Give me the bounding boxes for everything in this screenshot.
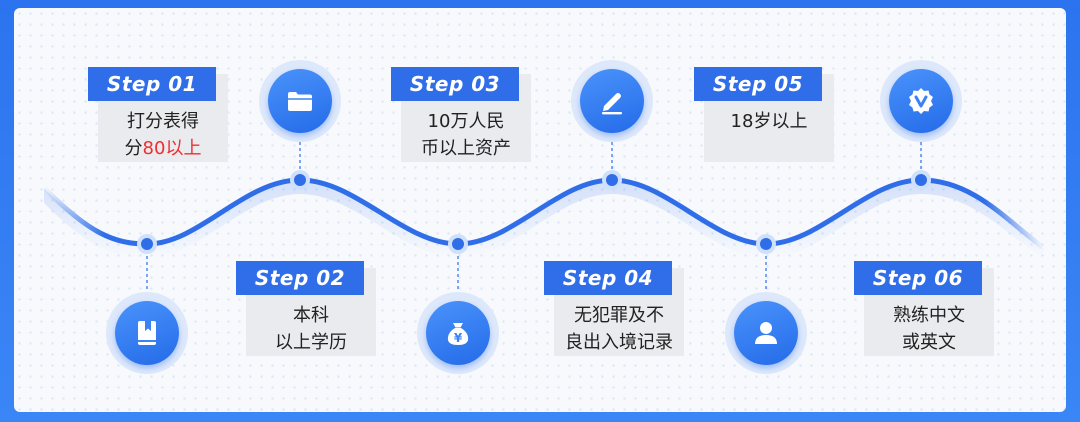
step-04-line1: 无犯罪及不 bbox=[574, 305, 664, 326]
book-icon bbox=[138, 321, 156, 345]
step-01-line1: 打分表得 bbox=[127, 111, 199, 132]
money-bag-icon: ¥ bbox=[447, 323, 469, 345]
svg-text:¥: ¥ bbox=[454, 331, 463, 345]
step-01-tag: Step 01 bbox=[88, 67, 216, 101]
step-01-box: Step 01 打分表得 分80以上 bbox=[88, 67, 228, 162]
step-03-icon-circle: ¥ bbox=[417, 292, 499, 374]
timeline-card: Step 01 打分表得 分80以上 Step 02 本科 以上学历 Step … bbox=[14, 8, 1066, 412]
step-06-box: Step 06 熟练中文 或英文 bbox=[854, 261, 994, 356]
timeline-nodes bbox=[137, 170, 931, 254]
step-02-text: 本科 以上学历 bbox=[246, 302, 376, 356]
step-01-highlight: 80以上 bbox=[142, 138, 202, 159]
step-06-line2: 或英文 bbox=[902, 332, 956, 353]
step-02-icon-circle bbox=[259, 60, 341, 142]
step-02-box: Step 02 本科 以上学历 bbox=[236, 261, 376, 356]
step-05-tag: Step 05 bbox=[694, 67, 822, 101]
step-04-text: 无犯罪及不 良出入境记录 bbox=[554, 302, 684, 356]
step-06-icon-circle bbox=[880, 60, 962, 142]
step-06-line1: 熟练中文 bbox=[893, 305, 965, 326]
step-05-box: Step 05 18岁以上 bbox=[694, 67, 834, 162]
step-03-tag: Step 03 bbox=[391, 67, 519, 101]
timeline-wave bbox=[42, 136, 1046, 290]
step-06-tag: Step 06 bbox=[854, 261, 982, 295]
person-icon bbox=[755, 322, 777, 344]
wave-line bbox=[42, 177, 1046, 251]
step-03-line1: 10万人民 bbox=[427, 111, 505, 132]
step-01-line2: 分80以上 bbox=[98, 135, 228, 162]
step-02-line1: 本科 bbox=[293, 305, 329, 326]
step-03-box: Step 03 10万人民 币以上资产 bbox=[391, 67, 531, 162]
step-01-line2-prefix: 分 bbox=[124, 138, 143, 159]
folder-icon bbox=[288, 92, 312, 111]
step-05-icon-circle bbox=[725, 292, 807, 374]
step-03-text: 10万人民 币以上资产 bbox=[401, 108, 531, 162]
step-05-line1: 18岁以上 bbox=[730, 111, 808, 132]
step-02-tag: Step 02 bbox=[236, 261, 364, 295]
step-06-text: 熟练中文 或英文 bbox=[864, 302, 994, 356]
step-01-text: 打分表得 分80以上 bbox=[98, 108, 228, 162]
step-05-text: 18岁以上 bbox=[704, 108, 834, 135]
step-04-tag: Step 04 bbox=[544, 261, 672, 295]
step-04-icon-circle bbox=[571, 60, 653, 142]
pen-icon bbox=[602, 93, 622, 115]
step-04-box: Step 04 无犯罪及不 良出入境记录 bbox=[544, 261, 684, 356]
step-02-line2: 以上学历 bbox=[275, 332, 347, 353]
verified-badge-icon bbox=[909, 88, 933, 114]
step-04-line2: 良出入境记录 bbox=[565, 332, 673, 353]
wave-shadow bbox=[44, 180, 1044, 258]
step-03-line2: 币以上资产 bbox=[421, 138, 511, 159]
step-01-icon-circle bbox=[106, 292, 188, 374]
